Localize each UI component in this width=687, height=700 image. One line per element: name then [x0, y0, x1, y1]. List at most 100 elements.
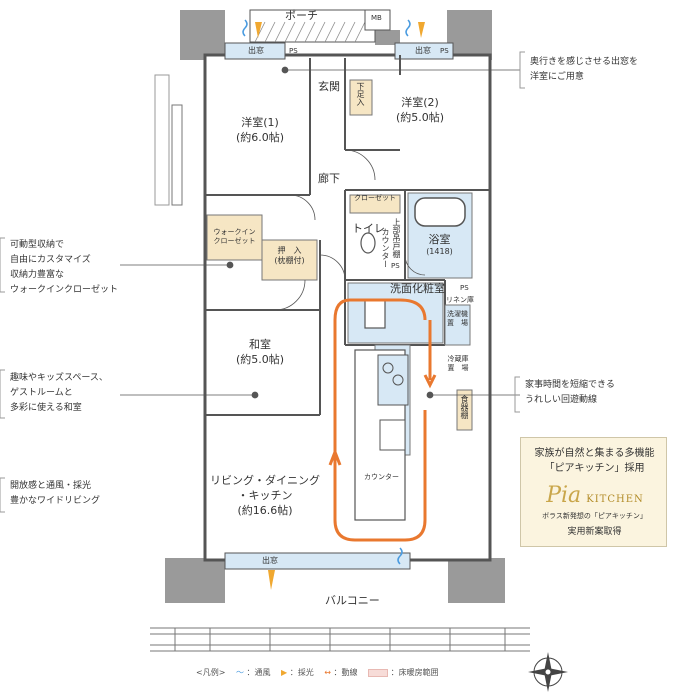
oshiire-label: 押 入 (枕棚付) — [262, 246, 317, 266]
balcony-label: バルコニー — [325, 594, 380, 607]
linen-label: リネン庫 — [446, 296, 474, 304]
door-arcs — [274, 149, 426, 311]
counter-small-label: カウンター — [381, 228, 390, 268]
room-size: (約5.0帖) — [235, 353, 285, 366]
callout-line: 可動型収納で — [10, 240, 65, 250]
callout-line: 収納力豊富な — [10, 270, 65, 280]
light-icon: ▶ — [281, 668, 288, 677]
legend-wind: ：通風 — [246, 668, 271, 677]
callout-leaders — [120, 66, 520, 399]
legend-prefix: <凡例> — [196, 668, 226, 677]
upper-cabinet-label: 上部吊戸棚 — [392, 218, 401, 258]
closet-label: クローゼット — [354, 194, 396, 202]
pia-subtitle: ボラス新発想の「ピアキッチン」 — [542, 512, 647, 520]
toilet-bowl — [360, 232, 376, 254]
japanese-room-label: 和室 (約5.0帖) — [225, 337, 295, 367]
callout-line: 豊かなワイドリビング — [10, 496, 101, 506]
bay-window-label: 出窓 — [262, 556, 278, 565]
pia-logo-word: KITCHEN — [586, 494, 644, 505]
legend-light: ：採光 — [289, 668, 314, 677]
column-hatch — [154, 74, 183, 206]
pia-kitchen-logo: Pia KITCHEN — [535, 483, 655, 508]
callout-storage: 可動型収納で 自由にカスタマイズ 収納力豊富な ウォークインクローゼット — [10, 238, 118, 298]
counter-label: カウンター — [364, 473, 399, 481]
wash-basin — [364, 299, 386, 329]
interior-walls — [205, 55, 490, 416]
pia-headline: 家族が自然と集まる多機能 「ピアキッチン」採用 — [521, 446, 668, 476]
flow-icon: ↔ — [324, 668, 331, 677]
callout-line: 洋室にご用意 — [530, 72, 584, 82]
western-room-2-label: 洋室(2) (約5.0帖) — [385, 95, 455, 125]
bay-window-top-left — [224, 42, 286, 60]
balcony-rail — [150, 627, 530, 652]
storage-areas — [206, 79, 473, 431]
fridge-label: 冷蔵庫 置 場 — [443, 355, 473, 373]
callout-bay-window: 奥行きを感じさせる出窓を 洋室にご用意 — [530, 55, 638, 85]
bathtub — [414, 197, 466, 227]
shoe-box-label: 下足入 — [356, 82, 365, 106]
pia-head-line: 「ピアキッチン」採用 — [544, 463, 645, 474]
callout-line: うれしい回遊動線 — [525, 395, 598, 405]
washer-label: 洗濯機 置 場 — [445, 310, 470, 328]
bay-window-label: 出窓 — [248, 46, 264, 55]
label-line: 冷蔵庫 — [447, 355, 469, 363]
label-line: クローゼット — [213, 237, 256, 245]
washroom-label: 洗面化粧室 — [390, 282, 445, 295]
mb-label: MB — [371, 14, 382, 22]
pia-footer: 実用新案取得 — [567, 527, 622, 537]
corridor-label: 廊下 — [318, 172, 340, 185]
flow-arrow-up — [328, 447, 342, 466]
label-line: 置 場 — [447, 364, 469, 372]
floor-heat-swatch — [368, 668, 389, 677]
ps-label: PS — [440, 47, 449, 55]
callout-line: 奥行きを感じさせる出窓を — [530, 57, 639, 67]
callout-japanese-room: 趣味やキッズスペース、 ゲストルームと 多彩に使える和室 — [10, 371, 108, 416]
toilet-label: トイレ — [352, 222, 385, 235]
label-line: 洗濯機 — [447, 310, 468, 318]
callout-flow: 家事時間を短縮できる うれしい回遊動線 — [525, 378, 615, 408]
room-size: (1418) — [426, 247, 453, 256]
entrance-label: 玄関 — [318, 80, 340, 93]
label-line: 置 場 — [447, 319, 468, 327]
bay-window-top-right — [394, 42, 454, 60]
light-arrows — [255, 22, 425, 590]
bathroom-label: 浴室 (1418) — [412, 232, 467, 257]
room-name: 浴室 — [428, 233, 451, 246]
ps-label: PS — [391, 262, 400, 270]
pantry-label: 食器棚 — [460, 395, 469, 419]
ps-label: PS — [289, 47, 298, 55]
callout-living: 開放感と通風・採光 豊かなワイドリビング — [10, 479, 100, 509]
structural-walls — [165, 10, 505, 603]
flow-arrow-down — [423, 320, 437, 389]
legend: <凡例> 〜 ：通風 ▶ ：採光 ↔ ：動線 ：床暖房範囲 — [196, 667, 439, 678]
callout-line: 家事時間を短縮できる — [525, 380, 615, 390]
mb-box — [364, 9, 391, 31]
wind-arrows — [242, 19, 411, 565]
western-room-1-label: 洋室(1) (約6.0帖) — [225, 115, 295, 145]
room-size: (約6.0帖) — [235, 131, 285, 144]
callout-brackets — [0, 51, 525, 513]
wind-icon: 〜 — [235, 668, 244, 677]
label-line: (枕棚付) — [274, 256, 305, 265]
callout-line: ウォークインクローゼット — [10, 285, 119, 295]
pia-head-line: 家族が自然と集まる多機能 — [534, 448, 655, 459]
burner — [382, 362, 394, 374]
kitchen-sink — [379, 419, 406, 451]
room-size: (約16.6帖) — [237, 504, 293, 517]
callout-line: 自由にカスタマイズ — [10, 255, 91, 265]
bay-window-label: 出窓 — [415, 46, 431, 55]
callout-line: 多彩に使える和室 — [10, 403, 82, 413]
pia-logo-script: Pia — [546, 483, 582, 508]
porch-hatch — [254, 21, 366, 43]
label-line: ウォークイン — [213, 228, 256, 236]
room-name: 洋室(1) — [241, 116, 279, 129]
compass-icon — [528, 652, 568, 692]
room-name: ・キッチン — [237, 489, 293, 502]
walk-in-closet-label: ウォークイン クローゼット — [207, 228, 262, 246]
label-line: 押 入 — [277, 246, 302, 255]
legend-floor-heat: ：床暖房範囲 — [390, 668, 439, 677]
room-name: 洋室(2) — [401, 96, 439, 109]
flow-loop — [333, 298, 427, 542]
living-room-label: リビング・ダイニング ・キッチン (約16.6帖) — [205, 473, 325, 518]
